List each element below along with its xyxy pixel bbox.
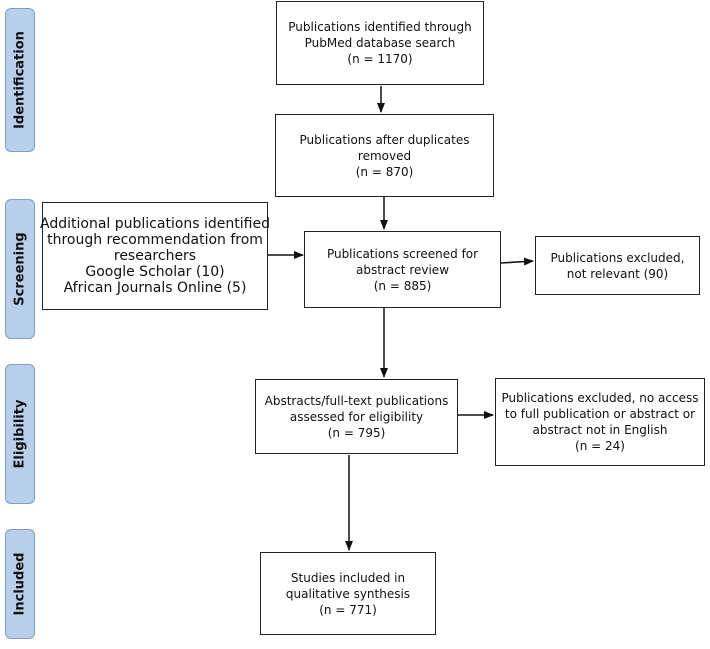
box-screened: Publications screened for abstract revie… [304,231,501,308]
arrow-screened-to-excluded [500,257,534,266]
box-assessed: Abstracts/full-text publications assesse… [255,379,458,454]
box-identified: Publications identified through PubMed d… [276,1,484,85]
stage-screening: Screening [5,199,35,339]
stage-eligibility: Eligibility [5,364,35,504]
box-additional: Additional publications identified throu… [40,202,270,310]
stage-identification: Identification [5,8,35,152]
box-excluded-not-relevant: Publications excluded, not relevant (90) [535,236,700,295]
box-included: Studies included in qualitative synthesi… [260,552,436,635]
box-after-duplicates: Publications after duplicates removed (n… [275,114,494,197]
box-excluded-no-access: Publications excluded, no access to full… [495,378,705,466]
stage-included: Included [5,529,35,639]
